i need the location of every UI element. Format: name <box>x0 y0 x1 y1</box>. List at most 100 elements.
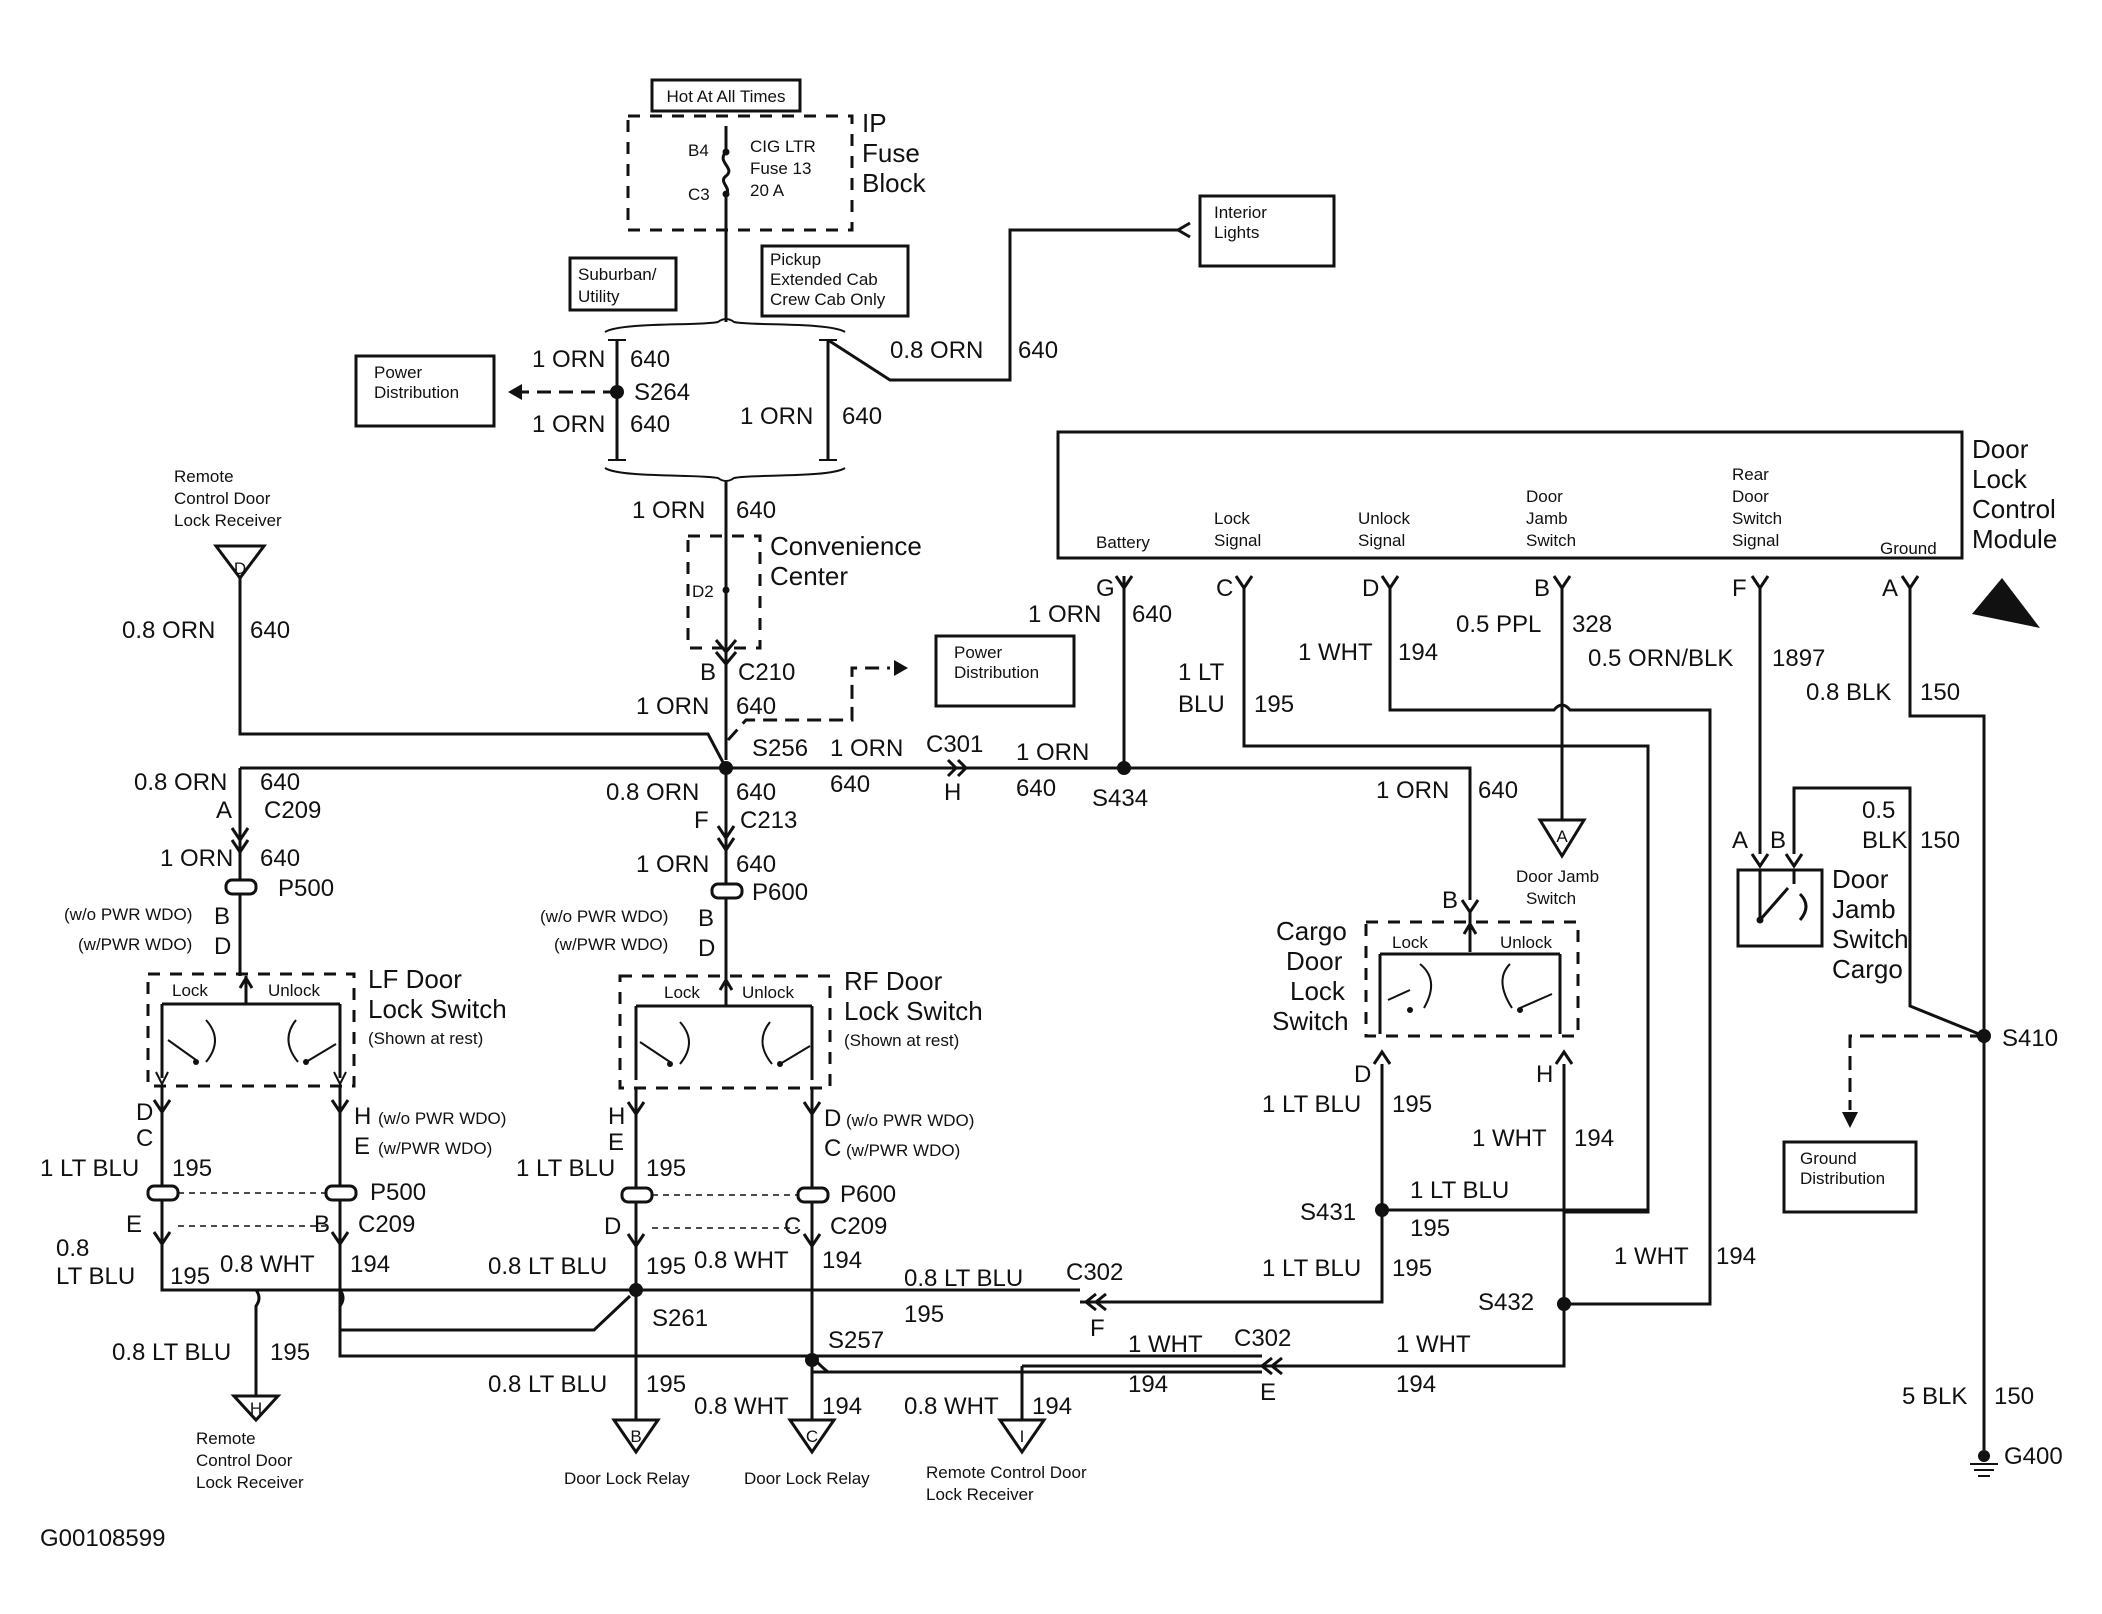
s256-to-power-distribution <box>726 666 890 742</box>
offpage-c-gauge: 0.8 WHT <box>694 1393 789 1420</box>
rf-lower-195-circuit: 195 <box>646 1253 686 1280</box>
rear-door-circuit: 1897 <box>1772 645 1825 672</box>
p600-label-top: P600 <box>752 879 808 906</box>
offpage-i-triangle <box>997 1418 1047 1455</box>
trunk-gauge-1: 1 ORN <box>632 497 705 524</box>
cargo-pin-h: H <box>1536 1061 1553 1088</box>
s431-gauge: 1 LT BLU <box>1410 1177 1509 1204</box>
offpage-i-label-1: Remote Control Door <box>926 1463 1087 1482</box>
rf-c209-pin-d: D <box>604 1213 621 1240</box>
jamb-cargo-title-1: Door <box>1832 864 1889 894</box>
jamb-cargo-contacts <box>1758 870 1808 921</box>
offpage-a-label-2: Switch <box>1526 889 1576 908</box>
dlcm-pin-c: C <box>1216 575 1233 602</box>
ground-gauge: 0.8 BLK <box>1806 679 1891 706</box>
rf-lock-label: Lock <box>664 983 700 1002</box>
lf-note: (Shown at rest) <box>368 1029 483 1048</box>
convenience-center-terminal <box>722 586 730 594</box>
diagram-id: G00108599 <box>40 1525 165 1552</box>
ground-symbol-icon <box>1970 1463 1998 1477</box>
rf-out-pin-h: H <box>608 1103 625 1130</box>
lf-switch-outline <box>146 972 356 1088</box>
dlcm-a-connector <box>1900 575 1920 591</box>
p500-label-bottom: P500 <box>370 1179 426 1206</box>
lf-switch-internals <box>160 975 342 1078</box>
offpage-h-label-3: Lock Receiver <box>196 1473 304 1492</box>
rf-c209-pin-c: C <box>784 1213 801 1240</box>
wire-194-lf <box>338 1086 820 1358</box>
lf-pin-b: B <box>214 903 230 930</box>
wire-150-ground <box>1908 588 1986 1450</box>
lf-title-2: Lock Switch <box>368 994 507 1024</box>
p500-connector-lf-195 <box>146 1184 180 1202</box>
c210-label: C210 <box>738 659 795 686</box>
trunk-circuit-1: 640 <box>736 497 776 524</box>
cargo-pin-d: D <box>1354 1061 1371 1088</box>
bus-gauge-1: 1 ORN <box>830 735 903 762</box>
rf-p600-c209-link <box>652 1194 798 1229</box>
power-distribution-2-line-2: Distribution <box>954 663 1039 682</box>
lf-p500-gauge: 1 ORN <box>160 845 233 872</box>
interior-lights-circuit: 640 <box>1018 337 1058 364</box>
dlcm-title-4: Module <box>1972 524 2057 554</box>
wire-640-to-cargo-switch <box>1102 766 1472 900</box>
connector-c213 <box>716 825 736 853</box>
lf-unlock-label: Unlock <box>268 981 320 1000</box>
pickup-note-2: Extended Cab <box>770 270 878 289</box>
bus-circuit-1: 640 <box>830 771 870 798</box>
rf-out-pin-e: E <box>608 1129 624 1156</box>
hot-at-all-times-label: Hot At All Times <box>666 87 785 106</box>
rear-door-gauge: 0.5 ORN/BLK <box>1588 645 1733 672</box>
rf-feed-gauge: 0.8 ORN <box>606 779 699 806</box>
jamb-cargo-title-4: Cargo <box>1832 954 1903 984</box>
rf-out-w: (w/PWR WDO) <box>846 1141 960 1160</box>
s256-label: S256 <box>752 735 808 762</box>
dlcm-g-connector <box>1114 575 1134 591</box>
variant-notes: Suburban/ Utility Pickup Extended Cab Cr… <box>568 244 910 318</box>
cargo-h-circuit: 194 <box>1574 1125 1614 1152</box>
offpage-a-letter: A <box>1556 827 1568 846</box>
ground-circuit: 150 <box>1920 679 1960 706</box>
rf-195-circuit: 195 <box>646 1155 686 1182</box>
offpage-d-triangle <box>213 544 267 581</box>
lf-switch-pivot-l <box>193 1059 199 1065</box>
ground-distribution-line-2: Distribution <box>1800 1169 1885 1188</box>
rf-door-lock-switch: Lock Unlock RF Door Lock Switch (Shown a… <box>618 966 983 1090</box>
c210-pin-b: B <box>700 659 716 686</box>
s410-label: S410 <box>2002 1025 2058 1052</box>
rf-out-wo: (w/o PWR WDO) <box>846 1111 974 1130</box>
c302-e-pin: E <box>1260 1379 1276 1406</box>
c302-e-label: C302 <box>1234 1325 1291 1352</box>
c301-label: C301 <box>926 731 983 758</box>
offpage-d-label-3: Lock Receiver <box>174 511 282 530</box>
s432-gauge: 1 WHT <box>1614 1243 1689 1270</box>
unlock-signal-gauge: 1 WHT <box>1298 639 1373 666</box>
pickup-circuit: 640 <box>842 403 882 430</box>
lf-switch-pivot-r <box>303 1059 309 1065</box>
dlcm-title-3: Control <box>1972 494 2056 524</box>
dlcm-pin-lock-1: Lock <box>1214 509 1250 528</box>
wire-to-interior-lights <box>827 228 1178 382</box>
power-distribution-arrow-1 <box>508 384 522 400</box>
lf-lower-gauge-1: 0.8 <box>56 1235 89 1262</box>
rf-feed-circuit: 640 <box>736 779 776 806</box>
p600-connector-top <box>710 882 744 900</box>
lf-pin-d: D <box>214 933 231 960</box>
bus-gauge-2: 1 ORN <box>1016 739 1089 766</box>
wire-to-offpage-d <box>238 578 728 769</box>
rf-c213-pin: F <box>694 807 709 834</box>
lf-c209-pin: A <box>216 797 232 824</box>
g400-label: G400 <box>2004 1443 2063 1470</box>
g400-gauge: 5 BLK <box>1902 1383 1967 1410</box>
rf-lower-194-gauge: 0.8 WHT <box>694 1247 789 1274</box>
suburban-note-box <box>568 256 678 312</box>
dlcm-pin-g: G <box>1096 575 1115 602</box>
lf-p500-c209-link <box>178 1192 326 1227</box>
unlock-signal-circuit: 194 <box>1398 639 1438 666</box>
fuse-block-title-2: Fuse <box>862 138 920 168</box>
dlcm-pin-lock-2: Signal <box>1214 531 1261 550</box>
rf-p600-circuit: 640 <box>736 851 776 878</box>
interior-lights-box <box>1198 194 1336 268</box>
lf-title-1: LF Door <box>368 964 462 994</box>
p600-connector-rf-194 <box>796 1186 830 1204</box>
